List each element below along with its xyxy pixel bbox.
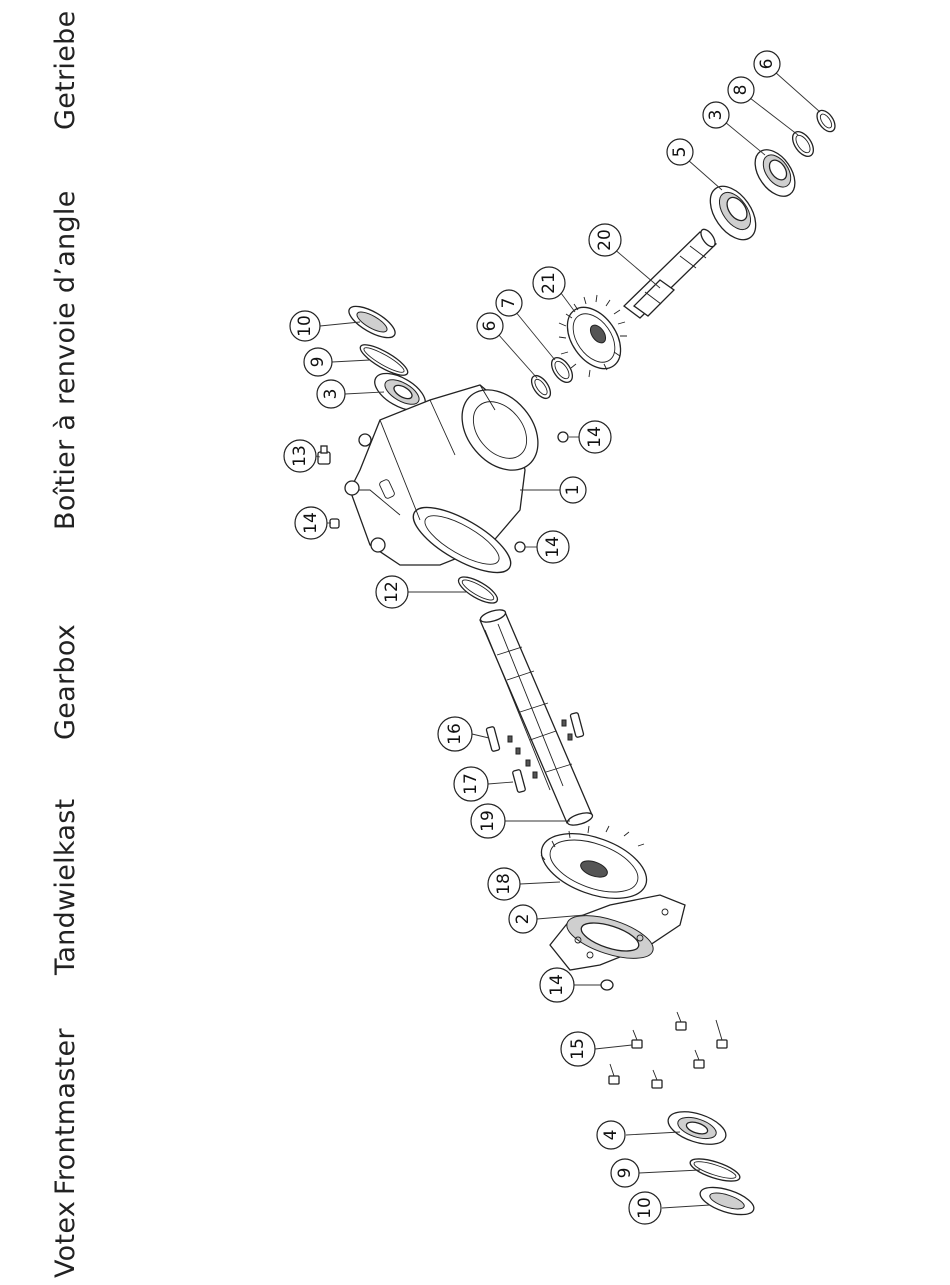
svg-text:9: 9 [615,1168,635,1179]
part-plug-14-lower [515,542,525,552]
callout-18: 18 [488,868,520,900]
callout-15: 15 [561,1032,595,1066]
callout-14-left: 14 [295,507,327,539]
svg-text:16: 16 [445,723,465,745]
callout-6-top: 6 [754,51,780,77]
part-crown-wheel-18 [533,821,656,911]
part-plug-14-left [330,519,339,528]
callout-2: 2 [509,905,537,933]
part-circlip-6-top [813,107,838,135]
part-ring-12 [455,572,501,608]
svg-text:5: 5 [670,147,690,158]
callout-8: 8 [728,77,754,103]
callout-9-bottom: 9 [611,1159,639,1187]
svg-text:21: 21 [539,272,559,294]
svg-text:20: 20 [595,229,615,251]
svg-text:4: 4 [601,1130,621,1141]
svg-text:9: 9 [308,357,328,368]
svg-text:18: 18 [494,873,514,895]
svg-text:6: 6 [757,59,777,70]
part-shaft-20 [624,227,718,318]
svg-text:14: 14 [301,512,321,534]
svg-text:6: 6 [480,321,500,332]
callout-5: 5 [667,139,693,165]
callout-21: 21 [533,267,565,299]
part-seal-10-bottom [697,1182,757,1220]
callout-1: 1 [560,477,586,503]
part-bearing-4 [664,1105,730,1150]
svg-text:3: 3 [706,110,726,121]
part-bearing-3-top [747,143,803,204]
callout-16: 16 [438,717,472,751]
callout-14-lower: 14 [537,531,569,563]
part-cover-plate-2 [550,895,685,970]
svg-text:14: 14 [585,426,605,448]
svg-text:10: 10 [295,315,315,337]
svg-text:19: 19 [478,810,498,832]
callout-14-bottom: 14 [540,968,574,1002]
part-plug-14-bottom [601,980,613,990]
part-circlip-6-mid [528,372,554,401]
callout-9-top: 9 [304,348,332,376]
svg-text:3: 3 [321,389,341,400]
callout-10-bottom: 10 [629,1192,661,1224]
svg-text:14: 14 [543,536,563,558]
callout-19: 19 [471,804,505,838]
svg-text:13: 13 [290,445,310,467]
svg-text:2: 2 [513,914,533,925]
part-plug-14-right [558,432,568,442]
part-plug-13 [318,446,330,464]
callout-13: 13 [284,440,316,472]
part-ring-7 [547,354,576,386]
svg-text:1: 1 [563,485,583,496]
part-bolts-15 [609,1012,727,1088]
svg-text:17: 17 [461,773,481,795]
svg-text:10: 10 [635,1197,655,1219]
callout-12: 12 [376,576,408,608]
callout-3-top: 3 [703,102,729,128]
part-seal-10-top [344,300,399,343]
callout-7: 7 [496,290,522,316]
callout-6-mid: 6 [477,313,503,339]
svg-text:14: 14 [547,974,567,996]
callout-14-right: 14 [579,421,611,453]
part-shim-8 [788,128,817,160]
svg-text:15: 15 [568,1038,588,1060]
callout-10-top: 10 [290,311,320,341]
part-housing-1 [345,375,560,585]
callout-20: 20 [589,224,621,256]
svg-text:7: 7 [499,298,519,309]
callout-3-left: 3 [317,380,345,408]
svg-text:12: 12 [382,581,402,603]
callout-17: 17 [454,767,488,801]
svg-text:8: 8 [731,85,751,96]
callout-4: 4 [597,1121,625,1149]
